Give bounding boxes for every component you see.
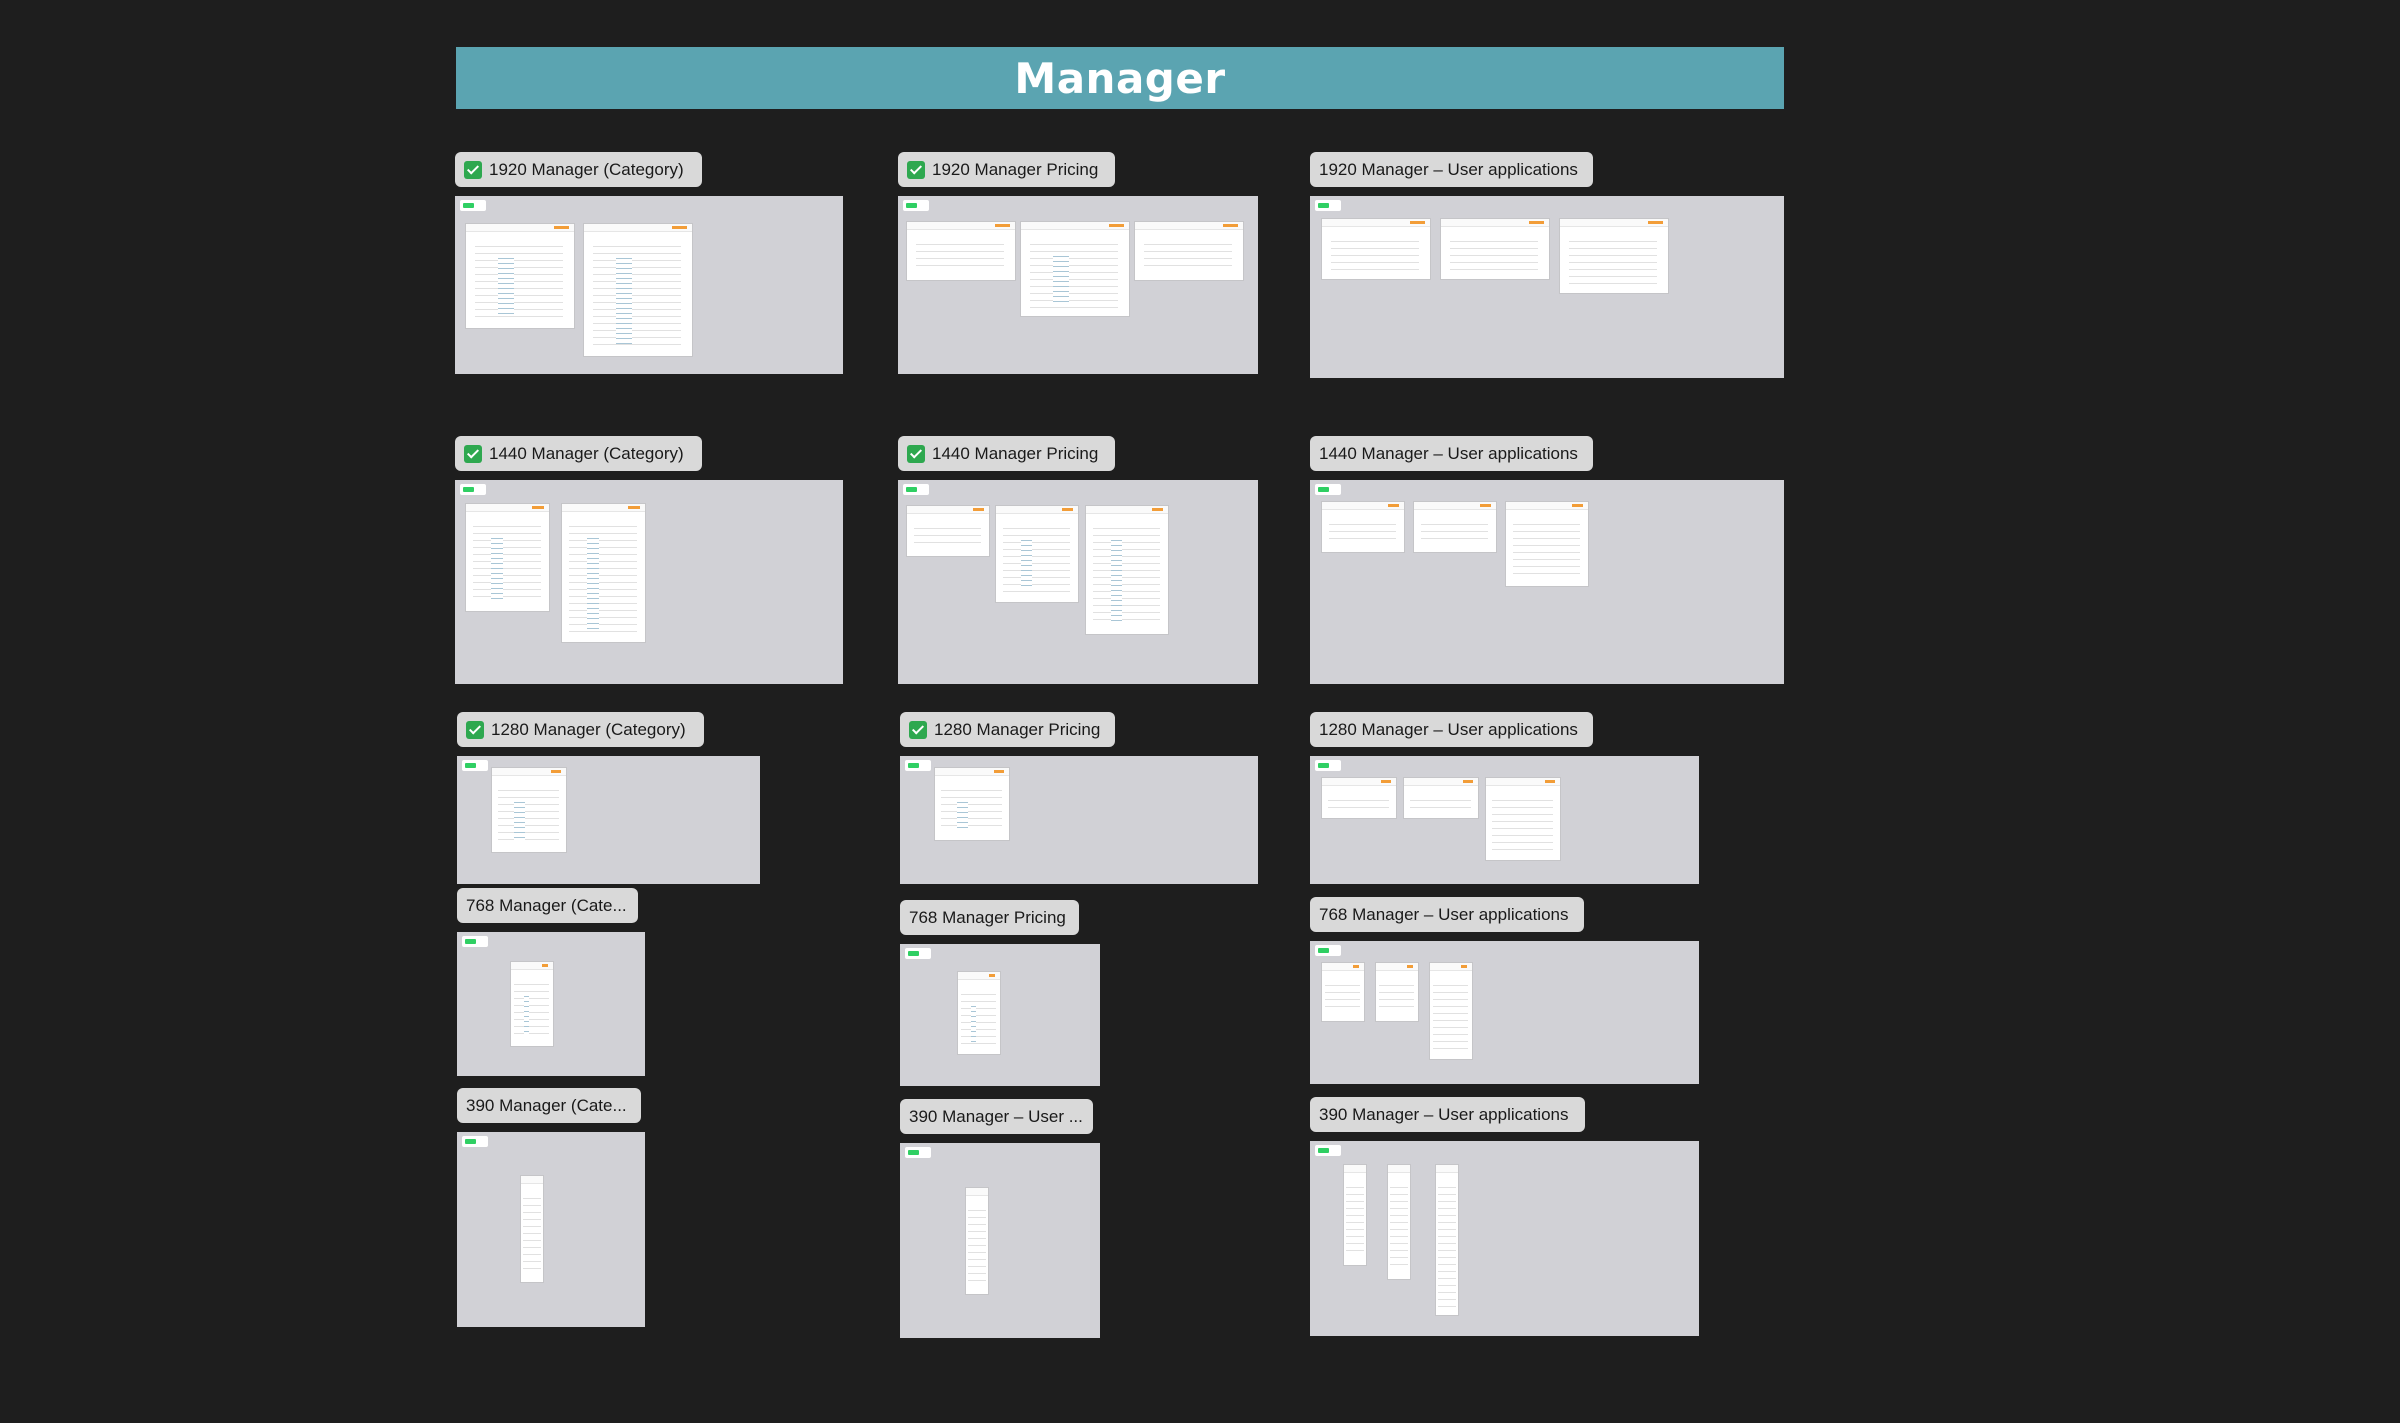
section-label-390-category[interactable]: 390 Manager (Cate... [457,1088,641,1123]
screen-thumbnail [1322,502,1404,552]
screen-thumbnail [907,222,1015,280]
screen-thumbnail [1135,222,1243,280]
section-label-text: 1920 Manager (Category) [489,159,684,179]
frame-390-user-applications[interactable] [1310,1141,1699,1336]
frame-1280-category[interactable] [457,756,760,884]
section-label-text: 1280 Manager – User applications [1319,719,1578,739]
section-label-text: 1440 Manager Pricing [932,443,1099,463]
frame-768-user-applications[interactable] [1310,941,1699,1084]
screen-thumbnail [1322,963,1364,1021]
frame-1440-category[interactable] [455,480,843,684]
screen-thumbnail [1404,778,1478,818]
screen-thumbnail [1430,963,1472,1059]
section-label-text: 1920 Manager Pricing [932,159,1099,179]
frame-tag-icon [1315,200,1341,211]
frame-tag-icon [1315,484,1341,495]
frame-tag-icon [460,484,486,495]
page-banner: Manager [456,47,1784,109]
screen-thumbnail [958,972,1000,1054]
checkmark-icon [907,160,925,179]
checkmark-icon [466,720,484,739]
frame-1440-pricing[interactable] [898,480,1258,684]
screen-thumbnail [1086,506,1168,634]
frame-tag-icon [905,760,931,771]
frame-tag-icon [1315,945,1341,956]
screen-thumbnail [1388,1165,1410,1279]
screen-thumbnail [562,504,645,642]
screen-thumbnail [907,506,989,556]
frame-1280-user-applications[interactable] [1310,756,1699,884]
frame-tag-icon [462,760,488,771]
checkmark-icon [909,720,927,739]
section-label-text: 768 Manager (Cate... [466,895,627,915]
section-label-text: 768 Manager Pricing [909,907,1066,927]
section-label-text: 1440 Manager (Category) [489,443,684,463]
section-label-768-user-applications[interactable]: 768 Manager – User applications [1310,897,1584,932]
frame-tag-icon [903,484,929,495]
frame-tag-icon [905,1147,931,1158]
section-label-1920-user-applications[interactable]: 1920 Manager – User applications [1310,152,1593,187]
page-title: Manager [1014,53,1226,103]
screen-thumbnail [1344,1165,1366,1265]
screen-thumbnail [1414,502,1496,552]
frame-tag-icon [903,200,929,211]
screen-thumbnail [1560,219,1668,293]
frame-1440-user-applications[interactable] [1310,480,1784,684]
screen-thumbnail [1441,219,1549,279]
section-label-text: 390 Manager – User applications [1319,1104,1569,1124]
screen-thumbnail [935,768,1009,840]
screen-thumbnail [1486,778,1560,860]
section-label-1280-pricing[interactable]: 1280 Manager Pricing [900,712,1115,747]
frame-1920-user-applications[interactable] [1310,196,1784,378]
screen-thumbnail [584,224,692,356]
section-label-390-user-applications[interactable]: 390 Manager – User applications [1310,1097,1585,1132]
section-label-768-pricing[interactable]: 768 Manager Pricing [900,900,1079,935]
section-label-1280-category[interactable]: 1280 Manager (Category) [457,712,704,747]
section-label-text: 768 Manager – User applications [1319,904,1569,924]
screen-thumbnail [521,1176,543,1282]
section-label-1920-category[interactable]: 1920 Manager (Category) [455,152,702,187]
section-label-text: 1280 Manager Pricing [934,719,1101,739]
frame-tag-icon [462,936,488,947]
screen-thumbnail [996,506,1078,602]
checkmark-icon [907,444,925,463]
screen-thumbnail [966,1188,988,1294]
screen-thumbnail [466,224,574,328]
section-label-text: 1440 Manager – User applications [1319,443,1578,463]
frame-390-user-short[interactable] [900,1143,1100,1338]
screen-thumbnail [511,962,553,1046]
section-label-1440-pricing[interactable]: 1440 Manager Pricing [898,436,1115,471]
section-label-text: 390 Manager (Cate... [466,1095,627,1115]
section-label-1440-user-applications[interactable]: 1440 Manager – User applications [1310,436,1593,471]
frame-tag-icon [905,948,931,959]
screen-thumbnail [492,768,566,852]
frame-390-category[interactable] [457,1132,645,1327]
frame-tag-icon [1315,1145,1341,1156]
screen-thumbnail [1322,219,1430,279]
frame-tag-icon [1315,760,1341,771]
section-label-1280-user-applications[interactable]: 1280 Manager – User applications [1310,712,1593,747]
section-label-1440-category[interactable]: 1440 Manager (Category) [455,436,702,471]
checkmark-icon [464,160,482,179]
frame-1920-category[interactable] [455,196,843,374]
section-label-1920-pricing[interactable]: 1920 Manager Pricing [898,152,1115,187]
frame-1280-pricing[interactable] [900,756,1258,884]
screen-thumbnail [1021,222,1129,316]
screen-thumbnail [1322,778,1396,818]
screen-thumbnail [466,504,549,611]
section-label-390-user-short[interactable]: 390 Manager – User ... [900,1099,1093,1134]
screen-thumbnail [1376,963,1418,1021]
frame-1920-pricing[interactable] [898,196,1258,374]
frame-tag-icon [462,1136,488,1147]
frame-768-pricing[interactable] [900,944,1100,1086]
section-label-text: 1280 Manager (Category) [491,719,686,739]
section-label-768-category[interactable]: 768 Manager (Cate... [457,888,638,923]
section-label-text: 390 Manager – User ... [909,1106,1083,1126]
checkmark-icon [464,444,482,463]
screen-thumbnail [1506,502,1588,586]
frame-768-category[interactable] [457,932,645,1076]
section-label-text: 1920 Manager – User applications [1319,159,1578,179]
screen-thumbnail [1436,1165,1458,1315]
frame-tag-icon [460,200,486,211]
